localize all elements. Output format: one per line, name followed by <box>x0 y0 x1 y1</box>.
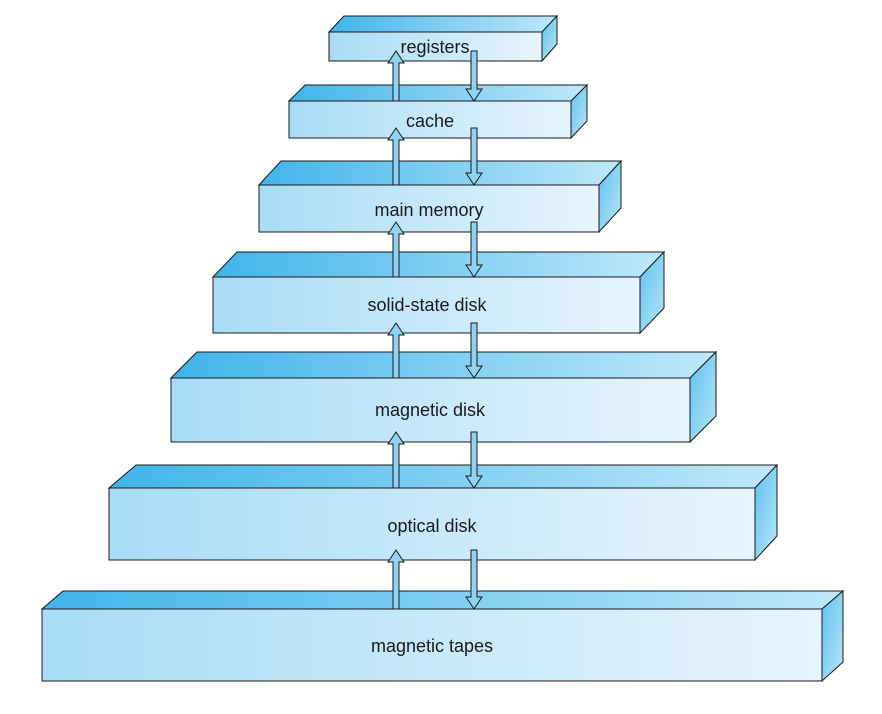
down-arrow-cache-to-main-memory <box>465 127 483 186</box>
solid-state-disk-top-face <box>211 251 666 278</box>
optical-disk-front-face <box>108 487 756 561</box>
registers-top-face <box>327 15 559 33</box>
down-arrow-optical-disk-to-magnetic-tapes <box>465 549 483 610</box>
level-registers: registers <box>327 14 559 63</box>
registers-label: registers <box>400 37 469 57</box>
main-memory-label: main memory <box>374 200 483 220</box>
level-main-memory: main memory <box>257 159 623 234</box>
magnetic-disk-top-face <box>169 351 718 379</box>
level-solid-state-disk: solid-state disk <box>211 250 666 335</box>
solid-state-disk-label: solid-state disk <box>367 295 487 315</box>
up-arrow-solid-state-disk-to-main-memory <box>387 221 405 278</box>
up-arrow-main-memory-to-cache <box>387 127 405 186</box>
transfer-arrows <box>387 50 483 610</box>
down-arrow-magnetic-disk-to-optical-disk <box>465 431 483 489</box>
cache-top-face <box>287 84 589 102</box>
down-arrow-solid-state-disk-to-magnetic-disk <box>465 322 483 379</box>
magnetic-tapes-label: magnetic tapes <box>371 636 493 656</box>
level-magnetic-disk: magnetic disk <box>169 350 718 444</box>
cache-label: cache <box>406 111 454 131</box>
up-arrow-magnetic-disk-to-solid-state-disk <box>387 322 405 379</box>
main-memory-front-face <box>258 184 600 233</box>
magnetic-disk-label: magnetic disk <box>375 400 486 420</box>
up-arrow-optical-disk-to-magnetic-disk <box>387 431 405 489</box>
down-arrow-main-memory-to-solid-state-disk <box>465 221 483 278</box>
cache-front-face <box>288 100 572 139</box>
magnetic-tapes-front-face <box>41 608 823 682</box>
down-arrow-registers-to-cache <box>465 50 483 102</box>
up-arrow-cache-to-registers <box>387 50 405 102</box>
solid-state-disk-front-face <box>212 276 641 334</box>
registers-front-face <box>328 31 543 62</box>
optical-disk-top-face <box>107 464 779 489</box>
optical-disk-label: optical disk <box>387 516 477 536</box>
magnetic-disk-front-face <box>170 377 691 443</box>
up-arrow-magnetic-tapes-to-optical-disk <box>387 549 405 610</box>
level-optical-disk: optical disk <box>107 463 779 562</box>
magnetic-tapes-top-face <box>40 590 845 610</box>
level-cache: cache <box>287 83 589 140</box>
level-magnetic-tapes: magnetic tapes <box>40 589 845 683</box>
main-memory-top-face <box>257 160 623 186</box>
